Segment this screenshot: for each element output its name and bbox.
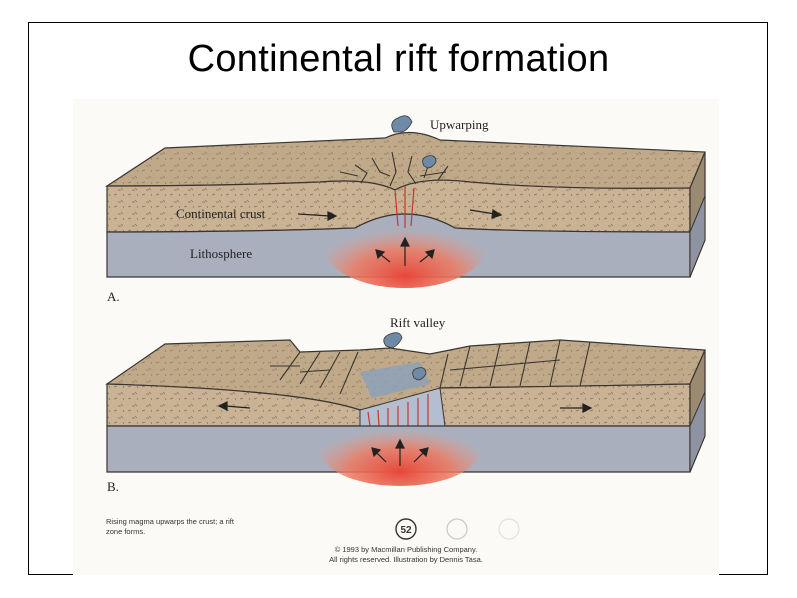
- page-badge-circle: [395, 518, 417, 540]
- page-badge: 52: [400, 525, 412, 536]
- panel-b-flow-arrows: [217, 401, 593, 466]
- panel-b-volcano-plume: [383, 332, 403, 349]
- panel-a-letter: A.: [107, 289, 120, 304]
- copyright-line-1: © 1993 by Macmillan Publishing Company.: [335, 545, 478, 554]
- label-continental-crust: Continental crust: [176, 206, 266, 221]
- label-upwarping: Upwarping: [430, 117, 489, 132]
- panel-a-volcano-plume: [391, 115, 413, 133]
- panel-b-letter: B.: [107, 479, 119, 494]
- copyright-line-2: All rights reserved. Illustration by Den…: [329, 555, 483, 564]
- panel-b-fault-blocks: [270, 339, 591, 395]
- page-badge-ghost-2: [498, 518, 520, 540]
- panel-a-flow-arrows: [297, 208, 503, 266]
- panel-a-fractures: [339, 151, 449, 187]
- slide-title: Continental rift formation: [187, 38, 610, 80]
- caption-line-2: zone forms.: [106, 527, 145, 536]
- footer: Rising magma upwarps the crust; a rift z…: [106, 517, 520, 564]
- panel-b: Rift valley B.: [105, 315, 706, 494]
- label-rift-valley: Rift valley: [390, 315, 446, 330]
- panel-a: Upwarping Continental crust Lithosphere …: [104, 115, 706, 304]
- page-badge-ghost-1: [446, 518, 468, 540]
- label-lithosphere: Lithosphere: [190, 246, 252, 261]
- caption-line-1: Rising magma upwarps the crust; a rift: [106, 517, 235, 526]
